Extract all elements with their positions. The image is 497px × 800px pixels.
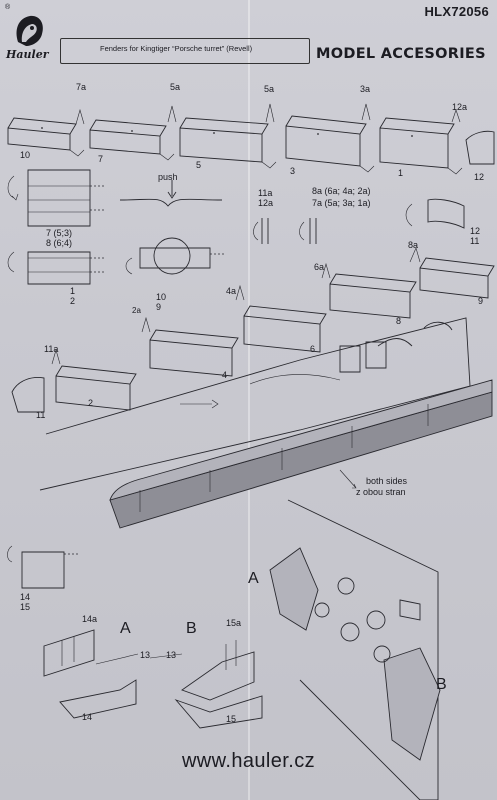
label-7a: 7a: [76, 82, 87, 92]
label-13-a: 13: [140, 650, 151, 660]
label-14-detail: 14: [82, 712, 93, 722]
logo-text: Hauler: [6, 48, 49, 61]
label-5a-2: 5a: [264, 84, 275, 94]
label-part-4: 4: [222, 370, 228, 380]
hauler-logo-icon: [16, 15, 43, 46]
label-6a: 6a: [314, 262, 325, 272]
label-4a: 4a: [226, 286, 237, 296]
detail-a-label: A: [120, 620, 131, 637]
fold-label-3: 1: [70, 286, 76, 296]
label-2a: 2a: [132, 306, 141, 315]
large-assembly: [269, 499, 441, 800]
detail-drawings: [43, 629, 263, 729]
middle-fender-row: [11, 247, 495, 413]
alt-label-11: 11: [470, 236, 480, 246]
label-13-b: 13: [166, 650, 177, 660]
label-part-8: 8: [396, 316, 402, 326]
hull-side: [39, 317, 471, 491]
label-5a-1: 5a: [170, 82, 181, 92]
label-part-12: 12: [474, 172, 485, 182]
part-14-fold: [7, 545, 80, 589]
push-drawing: [119, 180, 223, 207]
circle-label-2: 9: [156, 302, 162, 312]
label-8a: 8a: [408, 240, 419, 250]
fold-label-2: 8 (6;4): [46, 238, 73, 248]
label-15a: 15a: [226, 618, 242, 628]
circle-label-1: 10: [156, 292, 167, 302]
brand-title: MODEL ACCESORIES: [316, 46, 486, 62]
alt-label-11a: 11a: [258, 188, 273, 198]
alt-label-8a: 8a (6a; 4a; 2a): [312, 186, 371, 196]
both-sides-label: both sides: [366, 476, 408, 486]
fold-label-1: 7 (5;3): [46, 228, 73, 238]
alt-parts: [253, 198, 465, 244]
label-part-7: 7: [98, 154, 104, 164]
label-part-5: 5: [196, 160, 202, 170]
fold-diagrams: [7, 169, 224, 285]
label-15-detail: 15: [226, 714, 237, 724]
label-part-9: 9: [478, 296, 484, 306]
alt-label-7a: 7a (5a; 3a; 1a): [312, 198, 371, 208]
label-part-3: 3: [290, 166, 296, 176]
paper-fold: [248, 0, 250, 800]
label-part-10: 10: [20, 150, 31, 160]
instruction-title: Fenders for Kingtiger “Porsche turret” (…: [100, 44, 253, 53]
label-part-14: 14: [20, 592, 31, 602]
fold-label-4: 2: [70, 296, 76, 306]
label-part-11: 11: [36, 410, 46, 420]
push-label: push: [158, 172, 178, 182]
label-11a: 11a: [44, 344, 59, 354]
alt-label-12: 12: [470, 226, 481, 236]
label-3a: 3a: [360, 84, 371, 94]
label-part-15: 15: [20, 602, 31, 612]
registered-mark: ®: [5, 4, 11, 11]
both-sides-cz-label: z obou stran: [356, 487, 406, 497]
detail-b-label: B: [186, 620, 197, 637]
footer-url: www.hauler.cz: [181, 750, 316, 772]
product-code: HLX72056: [424, 4, 489, 19]
title-box: [60, 38, 310, 64]
label-part-1: 1: [398, 168, 404, 178]
alt-label-12a: 12a: [258, 198, 274, 208]
long-fender-strip: [109, 379, 493, 529]
label-12a: 12a: [452, 102, 468, 112]
label-14a: 14a: [82, 614, 98, 624]
callout-b: B: [436, 676, 447, 693]
label-part-2: 2: [88, 398, 94, 408]
top-fender-row: [7, 103, 495, 175]
callout-a: A: [248, 570, 259, 587]
label-part-6: 6: [310, 344, 316, 354]
